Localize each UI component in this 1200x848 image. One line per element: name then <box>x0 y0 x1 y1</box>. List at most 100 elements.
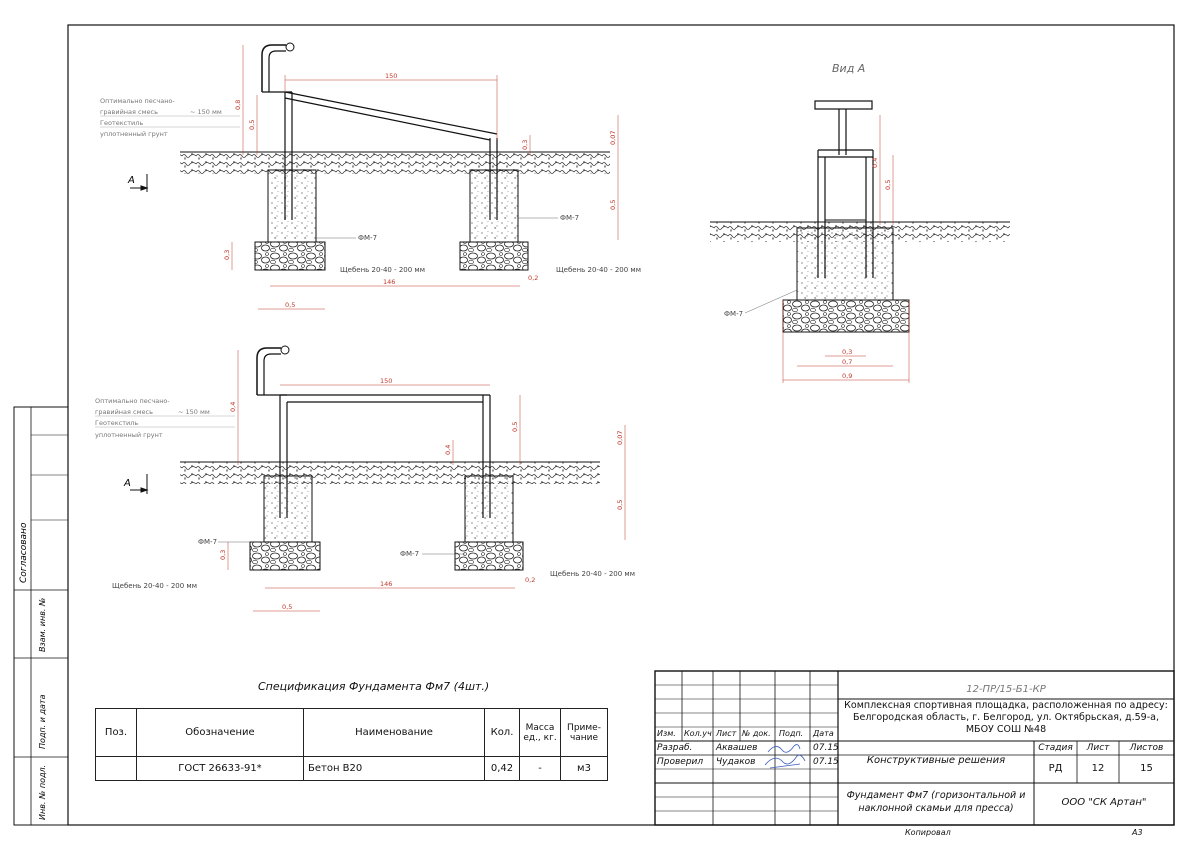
format-label: А3 <box>1132 828 1143 837</box>
spec-header-mass: Масса ед., кг. <box>519 708 561 757</box>
dim-h3-2: 0,4 <box>444 445 452 455</box>
note-4-2: Геотекстиль <box>95 419 138 427</box>
dim-left: 0,5 <box>285 301 295 309</box>
dim-bottom: 146 <box>383 278 395 286</box>
dim-h4: 0,07 <box>609 131 617 145</box>
col-header-date: Дата <box>813 729 834 738</box>
row-role-1: Разраб. <box>657 743 693 753</box>
dim-h4-2: 0,07 <box>616 431 624 445</box>
note-2: гравийная смесь <box>100 108 158 116</box>
gravel-base-right-2 <box>454 541 524 571</box>
sheet-value: 12 <box>1091 763 1105 774</box>
dim-a-w2: 0,7 <box>842 358 852 366</box>
dim-h5-2: 0,5 <box>616 500 624 510</box>
spec-cell-mass: - <box>519 756 561 781</box>
dim-h1-2: 0,4 <box>229 402 237 412</box>
label-fm-right-2: ФМ-7 <box>400 550 419 558</box>
dim-a-h1: 0,4 <box>871 158 879 168</box>
copied-label: Копировал <box>905 828 951 837</box>
dim-h3: 0,3 <box>521 140 529 150</box>
table-row: ГОСТ 26633-91* Бетон В20 0,42 - м3 <box>95 756 608 781</box>
spec-header-designation: Обозначение <box>136 708 304 757</box>
note-3: ~ 150 мм <box>190 108 222 116</box>
side-label-replaces: Взам. инв. № <box>38 598 47 652</box>
side-label-agreed: Согласовано <box>19 522 29 583</box>
dim-base: 0,3 <box>223 250 231 260</box>
note-1-2: Оптимально песчано- <box>95 397 170 405</box>
dim-base-2: 0,3 <box>219 550 227 560</box>
label-fm-a: ФМ-7 <box>724 310 743 318</box>
note-4: Геотекстиль <box>100 119 143 127</box>
spec-cell-pos <box>95 756 137 781</box>
view-inclined-bench: 150 146 0,5 0,8 0,5 0,3 0,07 0,5 0,3 0,2… <box>100 42 641 310</box>
foundation-left-2 <box>263 475 313 543</box>
label-gravel-left: Щебень 20-40 - 200 мм <box>340 266 425 274</box>
dim-h5: 0,5 <box>609 200 617 210</box>
dim-h2: 0,5 <box>248 120 256 130</box>
gravel-base-right <box>459 241 529 271</box>
ground-layer-2 <box>180 462 600 484</box>
dim-top-2: 150 <box>380 377 392 385</box>
side-label-sign-date: Подп. и дата <box>38 694 47 749</box>
note-2-2: гравийная смесь <box>95 408 153 416</box>
label-gravel-left-2: Щебень 20-40 - 200 мм <box>112 582 197 590</box>
sheet-label: Лист <box>1086 743 1110 753</box>
gravel-base-left <box>254 241 326 271</box>
project-title: Комплексная спортивная площадка, располо… <box>844 700 1168 735</box>
side-label-inv-no: Инв. № подл. <box>38 765 47 820</box>
spec-cell-name: Бетон В20 <box>303 756 485 781</box>
spec-table: Поз. Обозначение Наименование Кол. Масса… <box>95 708 608 781</box>
row-role-2: Проверил <box>657 757 704 767</box>
gravel-base-left-2 <box>249 541 321 571</box>
view-horizontal-bench: 150 146 0,5 0,4 0,5 0,4 0,07 0,5 0,3 0,2… <box>95 345 635 612</box>
foundation-right <box>469 169 519 243</box>
signature-2 <box>764 754 806 769</box>
dim-top: 150 <box>385 72 397 80</box>
signature-1 <box>767 744 801 753</box>
col-header-list: Лист <box>716 729 737 738</box>
dim-bottom-2: 146 <box>380 580 392 588</box>
row-name-2: Чудаков <box>716 757 756 767</box>
row-date-2: 07.15 <box>813 757 839 767</box>
view-a-title: Вид А <box>832 62 865 75</box>
label-fm-left-2: ФМ-7 <box>198 538 217 546</box>
note-1: Оптимально песчано- <box>100 97 175 105</box>
row-date-1: 07.15 <box>813 743 839 753</box>
sheets-value: 15 <box>1140 763 1153 774</box>
dim-left-2: 0,5 <box>282 603 292 611</box>
spec-header-name: Наименование <box>303 708 485 757</box>
spec-cell-designation: ГОСТ 26633-91* <box>136 756 304 781</box>
section-name: Конструктивные решения <box>866 755 1006 766</box>
label-gravel-right: Щебень 20-40 - 200 мм <box>556 266 641 274</box>
spec-cell-note: м3 <box>560 756 608 781</box>
title-block <box>654 670 1175 826</box>
stage-label: Стадия <box>1038 743 1073 753</box>
label-fm-right: ФМ-7 <box>560 214 579 222</box>
stage-value: РД <box>1048 763 1063 774</box>
dim-base2-2: 0,2 <box>525 576 535 584</box>
drawing-name: Фундамент Фм7 (горизонтальной и наклонно… <box>846 790 1026 814</box>
bench-seat <box>814 100 873 110</box>
col-header-kol: Кол.уч <box>684 729 712 738</box>
label-fm-left: ФМ-7 <box>358 234 377 242</box>
section-marker-a <box>130 174 149 192</box>
col-header-doc: № док. <box>742 729 771 738</box>
company-name: ООО "СК Артан" <box>1061 797 1147 808</box>
dim-a-w1: 0,3 <box>842 348 852 356</box>
section-label-2: А <box>123 478 131 489</box>
dim-h2-2: 0,5 <box>511 422 519 432</box>
dim-a-h2: 0,5 <box>884 180 892 190</box>
foundation-a <box>796 227 894 301</box>
ground-layer <box>180 152 610 174</box>
gravel-base-a <box>782 299 910 333</box>
section-marker-a-2 <box>130 474 149 494</box>
doc-code: 12-ПР/15-Б1-КР <box>966 684 1046 695</box>
spec-header-pos: Поз. <box>95 708 137 757</box>
label-gravel-right-2: Щебень 20-40 - 200 мм <box>550 570 635 578</box>
view-a-side: Вид А 0,4 0,5 0,3 0,7 0,9 ФМ-7 <box>710 62 1010 383</box>
dim-base2: 0,2 <box>528 274 538 282</box>
note-5: уплотненный грунт <box>100 130 168 138</box>
col-header-izm: Изм. <box>657 729 676 738</box>
note-5-2: уплотненный грунт <box>95 431 163 439</box>
spec-cell-qty: 0,42 <box>484 756 520 781</box>
